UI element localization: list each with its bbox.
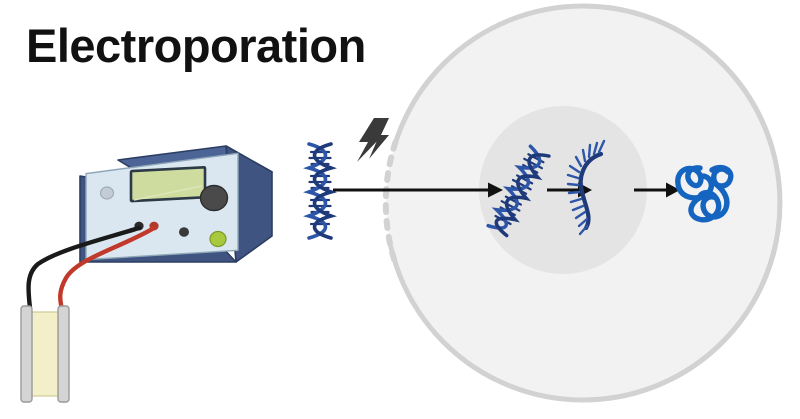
arrow-translation <box>634 182 680 198</box>
mrna-bases <box>566 139 606 236</box>
mrna-backbone <box>578 151 604 231</box>
cuvette-sample <box>29 311 63 397</box>
device-indicator-light[interactable] <box>99 186 115 200</box>
cell-membrane-pore <box>382 139 399 267</box>
device-push-button[interactable] <box>179 227 189 237</box>
device-power-led[interactable] <box>209 230 227 248</box>
device-lcd-screen <box>129 166 207 203</box>
cuvette-electrode-left <box>20 305 33 403</box>
cable-black <box>26 225 142 311</box>
arrow-entry <box>333 182 503 198</box>
cuvette-electrode-right <box>57 305 70 403</box>
cable-red <box>58 225 157 313</box>
cell-membrane-right <box>582 3 783 403</box>
device-control-knob[interactable] <box>199 184 229 212</box>
page-title: Electroporation <box>26 19 366 72</box>
